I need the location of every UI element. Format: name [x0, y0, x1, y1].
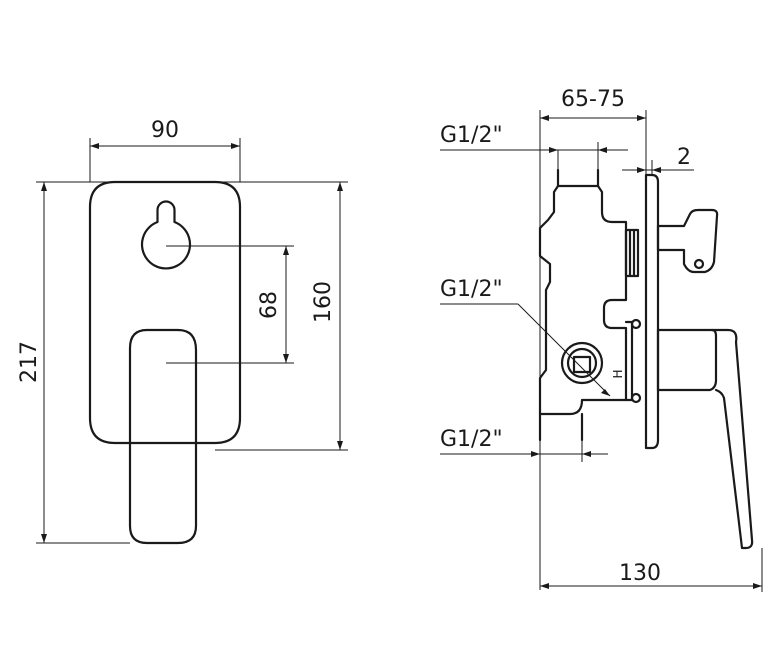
cover-plate [88, 180, 242, 445]
valve-body [538, 184, 628, 416]
plate-height-dimension-label: 160 [311, 281, 336, 323]
bottom-connection-label: G1/2" [440, 427, 503, 452]
front-view-dimensions: 90 217 160 68 [17, 118, 348, 544]
side-view-dimensions: 65-75 G1/2" 2 G1/2" G1/2" 130 [440, 87, 763, 592]
side-connection-ring [560, 341, 604, 385]
lower-cartridge-nut [624, 320, 634, 402]
upper-cartridge-nut [624, 228, 640, 278]
lower-fixing-screw [630, 318, 642, 330]
bottom-connection-stub [538, 412, 584, 442]
spacing-dimension-label: 68 [257, 291, 282, 319]
side-connection-inner [566, 347, 598, 379]
top-connection-stub [556, 168, 600, 188]
width-dimension-label: 90 [151, 118, 179, 143]
lever-handle-side [656, 328, 718, 392]
diverter-knob-side [656, 208, 719, 274]
side-view: H [538, 168, 754, 550]
middle-connection-label: G1/2" [440, 277, 503, 302]
side-connection-slot [572, 355, 592, 374]
front-view [88, 180, 242, 545]
top-connection-label: G1/2" [440, 123, 503, 148]
lever-handle-arm [710, 328, 754, 550]
lever-handle [128, 328, 198, 545]
cover-plate-side [644, 173, 660, 450]
plate-thickness-dimension-label: 2 [677, 145, 691, 170]
overall-depth-dimension-label: 130 [619, 561, 661, 586]
diverter-knob [140, 200, 192, 270]
lower-fixing-screw-2 [630, 392, 642, 404]
knob-screw [693, 258, 705, 270]
total-height-dimension-label: 217 [17, 341, 42, 383]
hot-marker: H [611, 369, 625, 378]
depth-range-dimension-label: 65-75 [561, 87, 625, 112]
